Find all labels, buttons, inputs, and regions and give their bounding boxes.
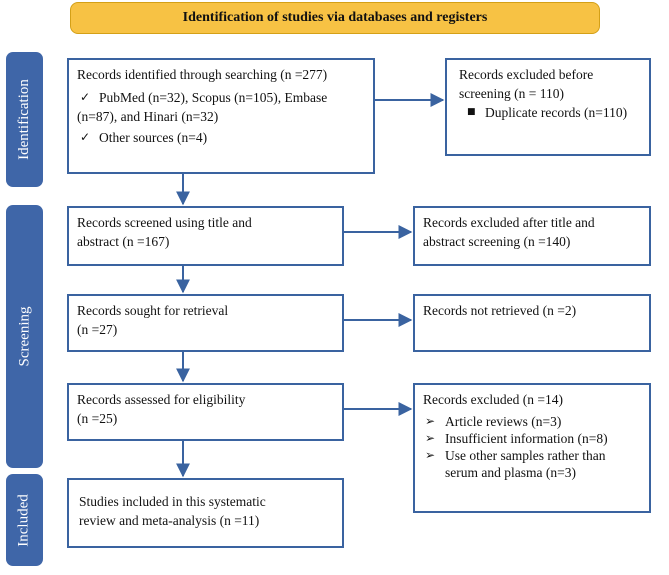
- phase-identification: Identification: [6, 52, 43, 187]
- list-item: ➢ Insufficient information (n=8): [423, 430, 641, 447]
- records-assessed-box: Records assessed for eligibility (n =25): [67, 383, 344, 441]
- list-item-text: serum and plasma (n=3): [445, 465, 576, 480]
- records-excluded-box: Records excluded (n =14) ➢ Article revie…: [413, 383, 651, 513]
- list-item-text: Insufficient information (n=8): [445, 431, 608, 446]
- list-item-text: Use other samples rather than: [445, 448, 606, 463]
- records-identified-box: Records identified through searching (n …: [67, 58, 375, 174]
- sources-list: ✓ PubMed (n=32), Scopus (n=105), Embase …: [77, 88, 365, 147]
- phase-identification-label: Identification: [16, 79, 32, 160]
- not-retrieved-box: Records not retrieved (n =2): [413, 294, 651, 352]
- phase-screening-label: Screening: [16, 306, 33, 367]
- records-assessed-text: Records assessed for eligibility: [77, 392, 246, 407]
- studies-included-box: Studies included in this systematic revi…: [67, 478, 344, 548]
- list-item-text: PubMed (n=32), Scopus (n=105), Embase: [99, 90, 328, 105]
- excluded-before-text: screening (n = 110): [459, 86, 564, 101]
- records-screened-text: abstract (n =167): [77, 234, 170, 249]
- excluded-title-text: Records excluded after title and: [423, 215, 595, 230]
- checkmark-icon: ✓: [80, 90, 91, 104]
- records-sought-text: Records sought for retrieval: [77, 303, 229, 318]
- phase-screening: Screening: [6, 205, 43, 468]
- arrow-bullet-icon: ➢: [425, 431, 436, 445]
- list-item: ✓ Other sources (n=4): [77, 128, 365, 147]
- excluded-before-text: Records excluded before: [459, 67, 594, 82]
- list-item-text: (n=87), and Hinari (n=32): [77, 109, 219, 124]
- header-title: Identification of studies via databases …: [182, 10, 488, 25]
- records-assessed-text: (n =25): [77, 411, 118, 426]
- studies-included-text: Studies included in this systematic: [79, 494, 266, 509]
- records-sought-text: (n =27): [77, 322, 118, 337]
- list-item: ➢ Use other samples rather than serum an…: [423, 447, 641, 481]
- square-bullet-icon: ■: [467, 107, 476, 117]
- excluded-title-box: Records excluded after title and abstrac…: [413, 206, 651, 266]
- records-identified-title: Records identified through searching (n …: [77, 67, 328, 82]
- list-item-text: Duplicate records (n=110): [485, 105, 628, 120]
- excluded-title-text: abstract screening (n =140): [423, 234, 571, 249]
- phase-included-label: Included: [16, 493, 33, 547]
- phase-included: Included: [6, 474, 43, 566]
- studies-included-text: review and meta-analysis (n =11): [79, 513, 260, 528]
- list-item: ■ Duplicate records (n=110): [459, 103, 641, 122]
- exclusion-reasons-list: ➢ Article reviews (n=3) ➢ Insufficient i…: [423, 413, 641, 481]
- checkmark-icon: ✓: [80, 130, 91, 144]
- list-item-text: Article reviews (n=3): [445, 414, 562, 429]
- records-screened-text: Records screened using title and: [77, 215, 252, 230]
- header-banner: Identification of studies via databases …: [70, 2, 600, 34]
- arrow-bullet-icon: ➢: [425, 414, 436, 428]
- list-item-text: Other sources (n=4): [99, 130, 208, 145]
- list-item: ➢ Article reviews (n=3): [423, 413, 641, 430]
- records-excluded-title: Records excluded (n =14): [423, 392, 563, 407]
- list-item: ✓ PubMed (n=32), Scopus (n=105), Embase …: [77, 88, 365, 126]
- not-retrieved-text: Records not retrieved (n =2): [423, 303, 577, 318]
- excluded-before-box: Records excluded before screening (n = 1…: [445, 58, 651, 156]
- records-sought-box: Records sought for retrieval (n =27): [67, 294, 344, 352]
- arrow-bullet-icon: ➢: [425, 448, 436, 462]
- excluded-before-list: ■ Duplicate records (n=110): [459, 103, 641, 122]
- records-screened-box: Records screened using title and abstrac…: [67, 206, 344, 266]
